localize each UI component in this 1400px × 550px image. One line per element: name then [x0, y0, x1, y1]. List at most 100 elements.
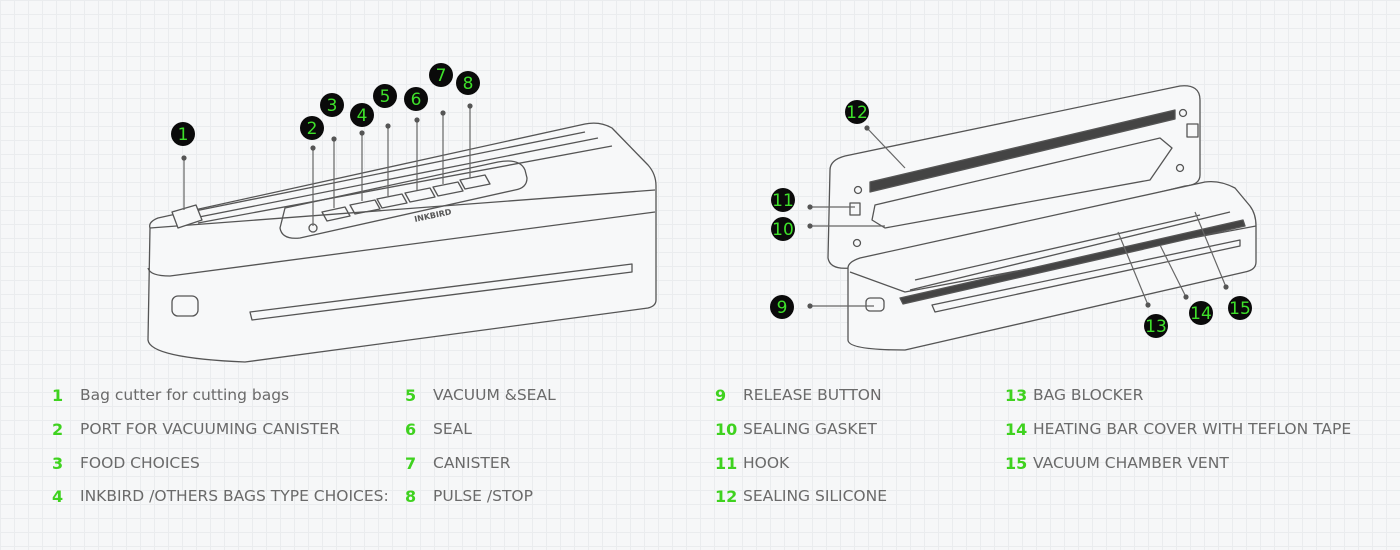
- callout-badge: [845, 100, 869, 124]
- legend-item: 9 RELEASE BUTTON: [715, 384, 882, 406]
- legend-label: VACUUM CHAMBER VENT: [1033, 454, 1229, 472]
- leader-dot: [181, 155, 187, 161]
- legend-label: SEALING GASKET: [743, 420, 877, 438]
- callout-badge: [771, 217, 795, 241]
- legend-item: 4 INKBIRD /OTHERS BAGS TYPE CHOICES:: [52, 485, 389, 507]
- leader-line: [866, 127, 906, 169]
- legend-number: 1: [52, 385, 64, 405]
- callout-badge: [429, 63, 453, 87]
- legend-label: HOOK: [743, 454, 790, 472]
- legend-number: 3: [52, 453, 64, 473]
- callout-number: 15: [1229, 299, 1251, 319]
- callout-number: 6: [411, 90, 422, 110]
- leader-dot: [1223, 284, 1229, 290]
- legend-label: CANISTER: [433, 454, 511, 472]
- callout-10: 10: [771, 217, 885, 241]
- legend-label: Bag cutter for cutting bags: [80, 386, 290, 404]
- callout-badge: [1228, 296, 1252, 320]
- callout-badge: [350, 103, 374, 127]
- legend-number: 2: [52, 419, 64, 439]
- callout-2: 2: [300, 116, 324, 226]
- release-button-left: [171, 295, 199, 317]
- callout-6: 6: [404, 87, 428, 190]
- legend-item: 12 SEALING SILICONE: [715, 485, 887, 507]
- leader-dot: [310, 145, 316, 151]
- callout-number: 1: [178, 125, 189, 145]
- legend-number: 8: [405, 486, 417, 506]
- legend-number: 5: [405, 385, 417, 405]
- leader-dot: [807, 204, 813, 210]
- leader-dot: [864, 125, 870, 131]
- callout-badge: [404, 87, 428, 111]
- leader-line: [1194, 211, 1227, 288]
- control-panel: [279, 160, 528, 239]
- callout-badge: [770, 295, 794, 319]
- legend-label: SEALING SILICONE: [743, 487, 888, 505]
- legend-label: FOOD CHOICES: [80, 454, 200, 472]
- callout-number: 2: [307, 119, 318, 139]
- legend-label: INKBIRD /OTHERS BAGS TYPE CHOICES:: [80, 487, 389, 505]
- vacuum-sealer-closed: INKBIRD: [147, 122, 657, 363]
- leader-dot: [359, 130, 365, 136]
- callout-3: 3: [320, 93, 344, 208]
- callout-11: 11: [771, 188, 855, 212]
- legend-number: 9: [715, 385, 727, 405]
- callout-number: 4: [357, 106, 368, 126]
- legend-label: PULSE /STOP: [433, 487, 533, 505]
- legend-number: 10: [715, 419, 738, 439]
- callout-number: 5: [380, 87, 391, 107]
- legend-number: 6: [405, 419, 417, 439]
- callout-1: 1: [171, 122, 195, 210]
- callout-badge: [771, 188, 795, 212]
- leader-dot: [807, 303, 813, 309]
- callout-number: 8: [463, 74, 474, 94]
- legend-number: 12: [715, 486, 738, 506]
- legend-label: RELEASE BUTTON: [743, 386, 882, 404]
- leader-dot: [1145, 302, 1151, 308]
- legend-item: 6 SEAL: [405, 418, 472, 440]
- callout-badge: [456, 71, 480, 95]
- legend-number: 11: [715, 453, 738, 473]
- legend-label: SEAL: [433, 420, 472, 438]
- leader-dot: [331, 136, 337, 142]
- leader-dot: [467, 103, 473, 109]
- legend-item: 1 Bag cutter for cutting bags: [52, 384, 289, 406]
- bag-cutter: [171, 204, 203, 229]
- callout-14: 14: [1159, 244, 1213, 325]
- callout-number: 12: [846, 103, 868, 123]
- legend-number: 4: [52, 486, 64, 506]
- leader-line: [1117, 231, 1149, 306]
- callout-number: 10: [772, 220, 794, 240]
- vacuum-sealer-open: [827, 85, 1257, 351]
- callout-9: 9: [770, 295, 874, 319]
- leader-line: [1159, 244, 1187, 298]
- callout-number: 3: [327, 96, 338, 116]
- callout-badge: [1144, 314, 1168, 338]
- legend-item: 11 HOOK: [715, 452, 789, 474]
- legend-item: 3 FOOD CHOICES: [52, 452, 200, 474]
- callout-4: 4: [350, 103, 374, 201]
- callout-13: 13: [1117, 231, 1168, 338]
- callout-8: 8: [456, 71, 480, 178]
- callout-number: 11: [772, 191, 794, 211]
- legend-item: 10 SEALING GASKET: [715, 418, 877, 440]
- leader-dot: [385, 123, 391, 129]
- callout-12: 12: [845, 100, 906, 169]
- leader-dot: [440, 110, 446, 116]
- callout-badge: [171, 122, 195, 146]
- callout-badge: [1189, 301, 1213, 325]
- callout-number: 13: [1145, 317, 1167, 337]
- legend-label: BAG BLOCKER: [1033, 386, 1144, 404]
- callout-badge: [300, 116, 324, 140]
- callout-badge: [373, 84, 397, 108]
- legend-label: HEATING BAR COVER WITH TEFLON TAPE: [1033, 420, 1352, 438]
- callout-badge: [320, 93, 344, 117]
- callout-number: 9: [777, 298, 788, 318]
- callout-number: 14: [1190, 304, 1212, 324]
